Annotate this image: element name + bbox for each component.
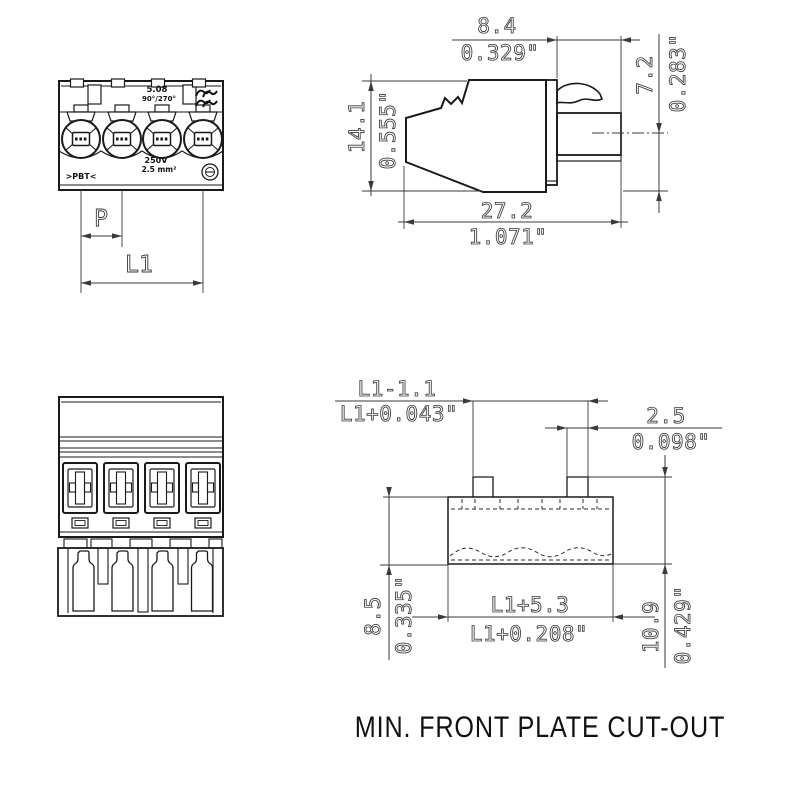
- wire-gauge-marking: 2.5 mm²: [142, 165, 177, 174]
- dim-cutout-right-in: 0.429": [671, 586, 695, 665]
- weidmueller-logo-icon: [195, 89, 218, 108]
- latch-block: [57, 547, 224, 617]
- dim-tab-in: 0.098": [632, 430, 711, 454]
- pitch-marking: 5.08: [147, 85, 168, 95]
- dim-depth-mm: 8.4: [477, 14, 516, 38]
- scallop-contour: [58, 150, 224, 159]
- drawing-caption: MIN. FRONT PLATE CUT-OUT: [355, 710, 725, 744]
- side-view-flange: [545, 79, 558, 186]
- front-plate-cutout-view: L1-1.1 L1+0.043" 2.5 0.098" 10.9 0.429" …: [335, 377, 722, 668]
- cutout-dimensions: L1-1.1 L1+0.043" 2.5 0.098" 10.9 0.429" …: [335, 377, 722, 668]
- socket-2: [103, 462, 139, 529]
- socket-4: [185, 462, 221, 529]
- dim-pin-offset-mm: 7.2: [633, 55, 657, 94]
- dim-length-mm: 27.2: [481, 199, 534, 223]
- dim-length-in: 1.071": [469, 225, 548, 249]
- plug-front-view: [57, 396, 224, 617]
- side-view-dimensions: 8.4 0.329" 14.1 0.555" 7.2 0.283" 27.2 1…: [345, 14, 691, 250]
- dim-cutout-bottom-in: L1+0.208": [470, 622, 588, 646]
- dim-cutout-left-in: 0.335": [392, 576, 416, 655]
- cutout-tab-2: [566, 476, 589, 497]
- side-view-body-outline: [405, 79, 547, 193]
- orientation-marking: 90°/270°: [142, 95, 176, 103]
- screw-pole-2: [102, 78, 142, 159]
- plug-body-outline: [58, 396, 224, 538]
- cutout-tab-1: [472, 476, 494, 497]
- material-marking: >PBT<: [66, 172, 97, 181]
- dim-height-mm: 14.1: [345, 101, 369, 154]
- wire-slot-1: [72, 550, 95, 612]
- dim-cutout-bottom-mm: L1+5.3: [491, 593, 570, 617]
- cutout-dashed-detail: [449, 499, 612, 561]
- dim-cutout-left-mm: 8.5: [361, 596, 385, 635]
- wire-slot-4: [190, 550, 214, 612]
- dim-cutout-top-mm: L1-1.1: [358, 377, 437, 401]
- latch-rib-row: [63, 538, 223, 549]
- socket-3: [144, 462, 180, 529]
- connector-front-view: 5.08 90°/270° 250V 2.5 mm² >PBT< P L1: [58, 78, 224, 293]
- coding-slot-right: [182, 84, 197, 105]
- socket-1: [62, 462, 98, 529]
- dim-pitch-label: P: [94, 206, 108, 232]
- dim-pin-offset-in: 0.283": [666, 34, 690, 113]
- wire-slot-2: [111, 550, 134, 612]
- front-view-dimensions: P L1: [80, 190, 204, 293]
- pin-block: [556, 112, 622, 156]
- dim-cutout-right-mm: 10.9: [639, 601, 663, 654]
- coding-slot-left: [87, 84, 102, 105]
- dim-length-label: L1: [125, 252, 153, 278]
- front-view-body-outline: [58, 80, 224, 191]
- wire-slot-3: [151, 550, 174, 612]
- certification-mark-icon: [201, 163, 219, 181]
- voltage-marking: 250V: [145, 156, 169, 165]
- dim-depth-in: 0.329": [461, 41, 540, 65]
- connector-side-view: 8.4 0.329" 14.1 0.555" 7.2 0.283" 27.2 1…: [345, 14, 691, 250]
- dim-height-in: 0.555": [376, 91, 400, 170]
- cutout-plate-outline: [447, 496, 614, 565]
- dim-tab-mm: 2.5: [646, 404, 685, 428]
- latch-hook: [556, 82, 604, 105]
- dim-cutout-top-in: L1+0.043": [340, 402, 458, 426]
